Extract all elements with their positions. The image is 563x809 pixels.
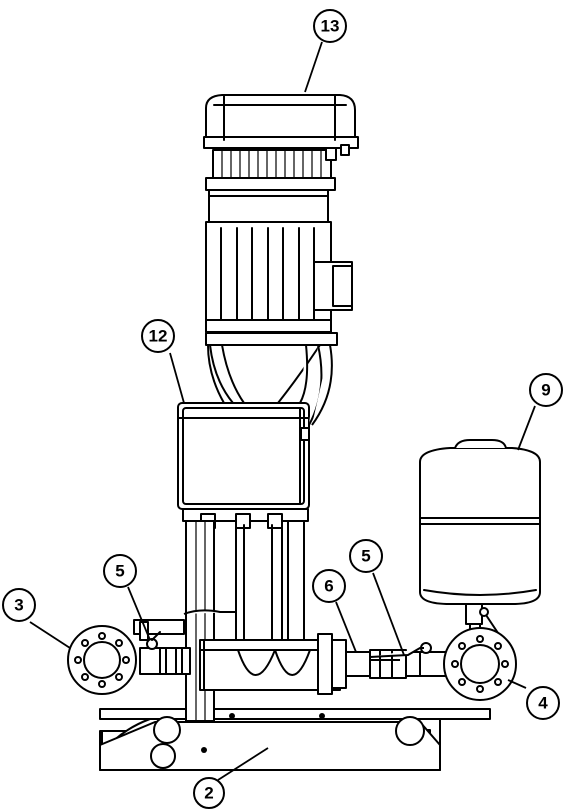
callout-9: 9 xyxy=(517,373,563,451)
callout-label: 5 xyxy=(115,562,124,581)
callout-label: 3 xyxy=(14,596,23,615)
inlet-flange xyxy=(67,625,137,695)
callout-label: 9 xyxy=(541,381,550,400)
expansion-tank xyxy=(419,439,541,605)
controller-cover xyxy=(203,94,359,161)
callout-label: 4 xyxy=(538,694,548,713)
callout-12: 12 xyxy=(141,319,185,404)
callout-label: 12 xyxy=(149,327,168,346)
callout-label: 5 xyxy=(361,547,370,566)
pump-chamber xyxy=(199,633,347,695)
inlet-piping xyxy=(133,609,236,675)
callout-label: 2 xyxy=(204,784,213,803)
callout-4: 4 xyxy=(507,679,560,720)
callout-6: 6 xyxy=(312,569,357,653)
callout-label: 13 xyxy=(321,17,340,36)
pump-housing xyxy=(177,402,310,510)
outlet-flange xyxy=(443,627,517,701)
callout-5-left: 5 xyxy=(103,554,151,641)
callout-13: 13 xyxy=(304,9,347,93)
callout-3: 3 xyxy=(2,588,71,649)
callout-5-right: 5 xyxy=(349,539,405,656)
callout-label: 6 xyxy=(324,577,333,596)
callout-2: 2 xyxy=(193,747,269,809)
base-frame xyxy=(99,708,491,771)
motor xyxy=(205,149,353,333)
